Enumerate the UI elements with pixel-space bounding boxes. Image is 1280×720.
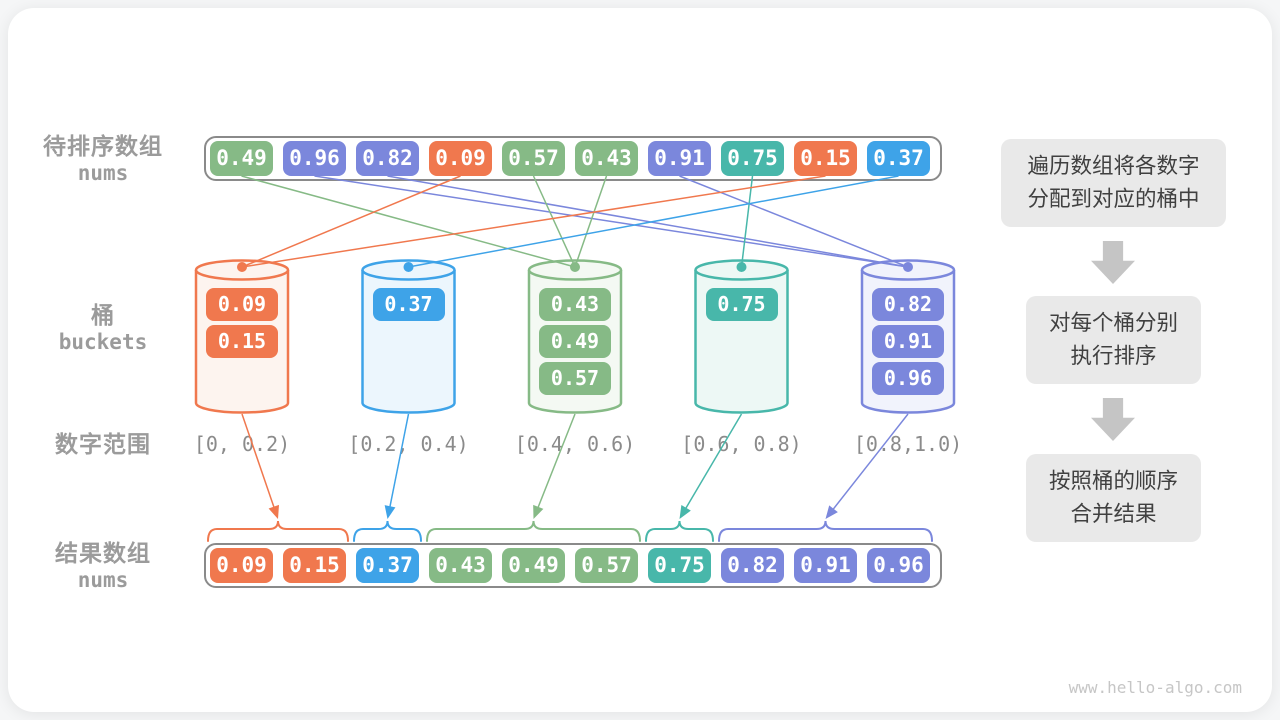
array-cell: 0.37	[356, 548, 419, 583]
buckets-label-cn: 桶	[91, 302, 115, 328]
array-cell: 0.57	[575, 548, 638, 583]
step-box-distribute: 遍历数组将各数字 分配到对应的桶中	[1001, 139, 1226, 227]
step-text-line: 合并结果	[1070, 502, 1157, 526]
step-box-merge: 按照桶的顺序 合并结果	[1026, 454, 1201, 542]
buckets-label: 桶 buckets	[8, 302, 198, 355]
bucket-value-chip: 0.75	[705, 288, 778, 321]
step-text-line: 执行排序	[1070, 344, 1157, 368]
ranges-label-cn: 数字范围	[55, 431, 151, 457]
array-cell: 0.43	[575, 141, 638, 176]
array-cell: 0.75	[648, 548, 711, 583]
array-cell: 0.37	[867, 141, 930, 176]
bucket-range-label: [0.2, 0.4)	[348, 432, 469, 456]
source-array-label-cn: 待排序数组	[43, 133, 163, 159]
step-text-line: 对每个桶分别	[1048, 311, 1178, 335]
array-cell: 0.91	[648, 141, 711, 176]
source-array-label-en: nums	[77, 161, 129, 185]
bucket-value-chip: 0.15	[206, 325, 278, 358]
step-text-line: 分配到对应的桶中	[1027, 187, 1200, 211]
array-cell: 0.49	[210, 141, 273, 176]
result-array-label-en: nums	[77, 568, 129, 592]
array-cell: 0.43	[429, 548, 492, 583]
bucket-range-label: [0.4, 0.6)	[514, 432, 636, 456]
array-cell: 0.82	[721, 548, 784, 583]
result-array-label-cn: 结果数组	[55, 540, 151, 566]
ranges-label: 数字范围	[8, 431, 198, 458]
bucket-value-chip: 0.82	[872, 288, 944, 321]
bucket-value-chip: 0.57	[539, 362, 611, 395]
array-cell: 0.96	[867, 548, 930, 583]
bucket-value-chip: 0.96	[872, 362, 944, 395]
array-cell: 0.15	[794, 141, 857, 176]
bucket-value-chip: 0.91	[872, 325, 944, 358]
array-cell: 0.57	[502, 141, 565, 176]
array-cell: 0.09	[429, 141, 492, 176]
step-text-line: 遍历数组将各数字	[1027, 154, 1200, 178]
watermark: www.hello-algo.com	[1068, 678, 1242, 697]
step-text-line: 按照桶的顺序	[1048, 469, 1178, 493]
array-cell: 0.15	[283, 548, 346, 583]
array-cell: 0.75	[721, 141, 784, 176]
bucket-range-label: [0.8,1.0)	[853, 432, 963, 456]
array-cell: 0.82	[356, 141, 419, 176]
array-cell: 0.91	[794, 548, 857, 583]
bucket-range-label: [0.6, 0.8)	[681, 432, 802, 456]
buckets-label-en: buckets	[58, 330, 148, 354]
result-array-label: 结果数组 nums	[8, 540, 198, 593]
bucket-value-chip: 0.43	[539, 288, 611, 321]
bucket-value-chip: 0.09	[206, 288, 278, 321]
step-box-sort: 对每个桶分别 执行排序	[1026, 296, 1201, 384]
array-cell: 0.09	[210, 548, 273, 583]
array-cell: 0.49	[502, 548, 565, 583]
source-array-label: 待排序数组 nums	[8, 133, 198, 186]
array-cell: 0.96	[283, 141, 346, 176]
bucket-value-chip: 0.49	[539, 325, 611, 358]
bucket-value-chip: 0.37	[372, 288, 445, 321]
